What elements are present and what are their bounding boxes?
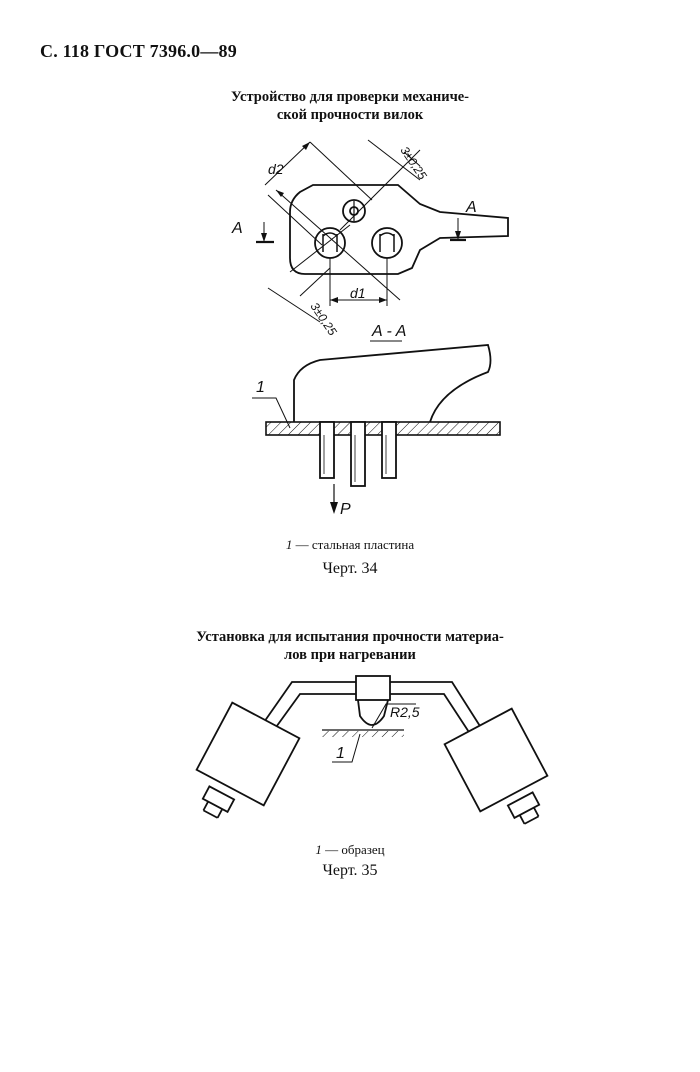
figure35-label: Черт. 35 [322,862,378,879]
figure34-title-line2: ской прочности вилок [276,107,424,123]
label-tolerance-top: 3±0,25 [398,144,430,182]
label-part-1-specimen: 1 [336,745,345,762]
figure34-caption: 1 — стальная пластина [0,537,700,553]
figure35-title: Установка для испытания прочности матери… [0,628,700,664]
specimen-hatching [322,731,404,737]
label-section-A-right: A [465,199,477,216]
figure35-caption-num: 1 [315,842,322,857]
page-header: С. 118 ГОСТ 7396.0—89 [40,41,237,61]
plug-plan-view [289,184,509,275]
figure35-title-line1: Установка для испытания прочности матери… [196,629,504,645]
figure35-caption: 1 — образец [0,842,700,858]
figure34-title: Устройство для проверки механиче- ской п… [0,88,700,124]
figure35-title-line2: лов при нагревании [284,647,416,663]
label-section-A-left: A [231,220,243,237]
figure34-label: Черт. 34 [322,560,378,577]
label-part-1-plate: 1 [256,379,265,396]
figure34-title-line1: Устройство для проверки механиче- [230,89,470,105]
label-d1: d1 [350,285,366,301]
plug-side-section [252,344,501,508]
dimension-lines [256,139,466,342]
figure34-caption-num: 1 [285,537,293,552]
label-radius: R2,5 [390,704,420,720]
heating-test-rig [195,675,549,825]
figure35-caption-text: — образец [321,842,385,857]
label-tolerance-bottom: 3±0,25 [308,300,340,338]
label-force-P: P [340,501,351,518]
label-section-AA: A - A [371,323,406,340]
label-d2: d2 [268,161,284,177]
figure34-caption-text: — стальная пластина [292,537,415,552]
